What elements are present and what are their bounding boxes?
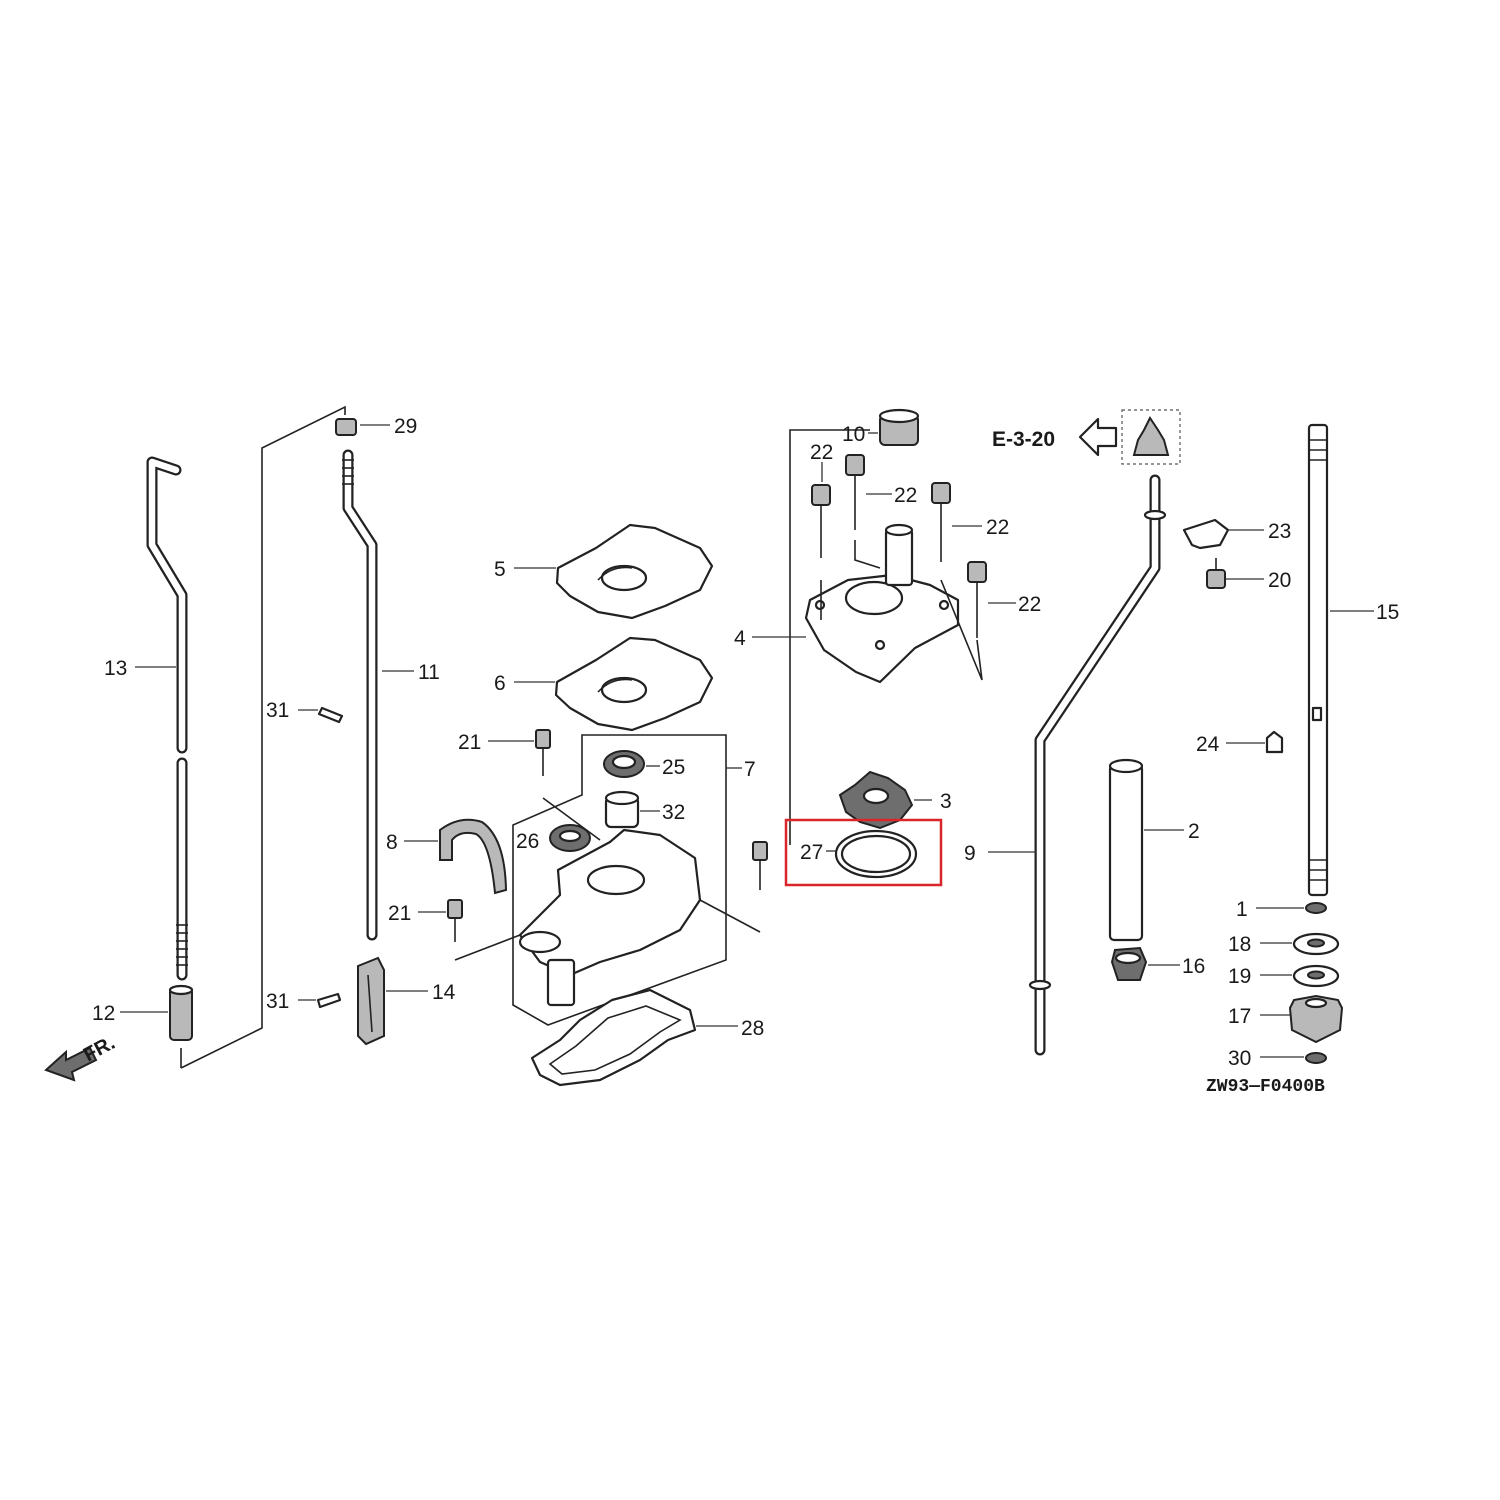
part-29-nut	[335, 418, 357, 436]
part-26-bearing	[549, 824, 591, 852]
callout-22-d: 22	[1018, 593, 1041, 616]
part-6-gasket	[554, 636, 714, 732]
part-1-clip	[1305, 902, 1327, 914]
callout-22-a: 22	[810, 441, 833, 464]
part-15-drive-shaft	[1307, 423, 1329, 897]
part-32-bushing	[604, 790, 640, 829]
part-13-shift-rod	[146, 456, 188, 981]
callout-21-lower: 21	[388, 902, 411, 925]
part-8-grommet	[439, 818, 508, 895]
callout-20: 20	[1268, 569, 1291, 592]
callout-19: 19	[1228, 965, 1251, 988]
part-14-bracket	[357, 956, 385, 1046]
part-31-pin-lower	[316, 992, 342, 1009]
callout-14: 14	[432, 981, 456, 1004]
callout-3: 3	[940, 790, 952, 813]
front-direction-arrow: FR.	[44, 1032, 119, 1082]
part-11-shift-rod	[342, 449, 378, 941]
callout-28: 28	[741, 1017, 764, 1040]
callout-24: 24	[1196, 733, 1220, 756]
part-25-seal	[603, 750, 645, 778]
part-3-impeller	[838, 770, 914, 830]
callout-7: 7	[744, 758, 756, 781]
callout-21-upper: 21	[458, 731, 481, 754]
part-12-joint	[168, 984, 194, 1041]
callout-30: 30	[1228, 1047, 1251, 1070]
callout-16: 16	[1182, 955, 1205, 978]
callout-8: 8	[386, 831, 398, 854]
callout-31-lower: 31	[266, 990, 289, 1013]
callout-27: 27	[800, 841, 823, 864]
part-16-seal	[1110, 946, 1148, 981]
callout-15: 15	[1376, 601, 1399, 624]
callout-9: 9	[964, 842, 976, 865]
part-18-washer	[1292, 932, 1340, 956]
part-5-plate	[555, 523, 714, 620]
part-2-water-tube	[1108, 758, 1144, 942]
leader-lines	[120, 424, 1374, 1058]
part-30-circlip	[1305, 1052, 1327, 1064]
part-17-gear	[1288, 994, 1344, 1044]
callout-26: 26	[516, 830, 539, 853]
part-28-gasket	[530, 988, 697, 1087]
callout-6: 6	[494, 672, 506, 695]
callout-2: 2	[1188, 820, 1200, 843]
part-7-pump-housing	[518, 828, 702, 1007]
callout-25: 25	[662, 756, 685, 779]
part-20-bolt	[1206, 558, 1226, 589]
callout-1: 1	[1236, 898, 1248, 921]
highlight-box-part-27	[784, 818, 943, 887]
callout-18: 18	[1228, 933, 1251, 956]
part-22-bolt-c	[931, 482, 951, 562]
callout-22-c: 22	[986, 516, 1009, 539]
part-23-clip	[1182, 518, 1230, 550]
part-24-key	[1265, 730, 1284, 754]
reference-arrow	[1078, 409, 1181, 465]
part-4-pump-case	[804, 523, 960, 684]
part-22-bolt-a	[811, 484, 831, 558]
part-22-bolt-d	[967, 561, 987, 638]
callouts: 13 11 31 31 12 29 14 8 5 6 21 21 25 32 2…	[92, 415, 1399, 1097]
callout-29: 29	[394, 415, 417, 438]
part-21-bolt-upper	[535, 729, 551, 776]
part-31-pin-upper	[317, 706, 344, 724]
reference-label: E-3-20	[992, 428, 1055, 451]
callout-17: 17	[1228, 1005, 1251, 1028]
callout-11: 11	[418, 661, 440, 684]
part-19-washer	[1292, 964, 1340, 988]
part-9-shift-shaft	[1028, 474, 1167, 1056]
callout-22-b: 22	[894, 484, 917, 507]
callout-4: 4	[734, 627, 746, 650]
callout-23: 23	[1268, 520, 1291, 543]
callout-12: 12	[92, 1002, 115, 1025]
callout-31-upper: 31	[266, 699, 289, 722]
part-21-bolt-lower	[447, 899, 463, 942]
part-21-bolt-right	[752, 841, 768, 890]
callout-10: 10	[842, 423, 865, 446]
callout-13: 13	[104, 657, 127, 680]
callout-5: 5	[494, 558, 506, 581]
callout-32: 32	[662, 801, 685, 824]
part-10-grommet	[878, 408, 920, 446]
part-22-bolt-b	[845, 454, 865, 530]
part-27-o-ring	[834, 829, 918, 879]
drawing-code: ZW93—F0400B	[1206, 1077, 1325, 1097]
